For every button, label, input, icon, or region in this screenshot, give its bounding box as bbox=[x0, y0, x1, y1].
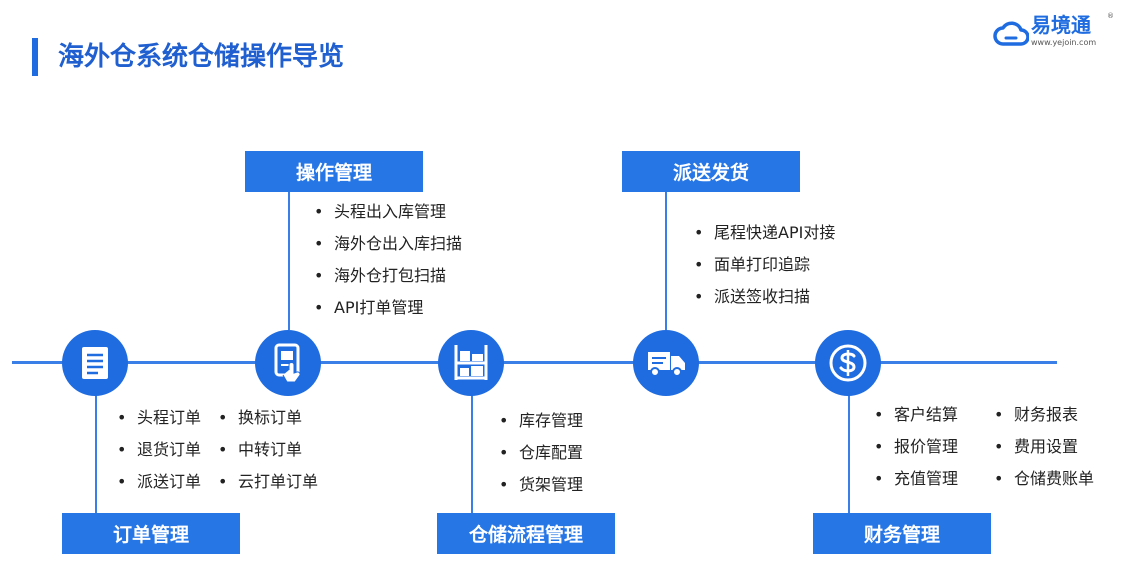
finance-list-col1: 客户结算 报价管理 充值管理 bbox=[870, 399, 958, 495]
list-item: 尾程快递API对接 bbox=[690, 217, 835, 249]
list-item: 充值管理 bbox=[870, 463, 958, 495]
list-item: 头程出入库管理 bbox=[310, 196, 462, 228]
handheld-scanner-icon bbox=[274, 343, 301, 383]
order-node bbox=[62, 330, 128, 396]
brand-logo: 易境通 ® www.yejoin.com bbox=[993, 12, 1123, 52]
storage-node bbox=[438, 330, 504, 396]
list-item: API打单管理 bbox=[310, 292, 462, 324]
delivery-list: 尾程快递API对接 面单打印追踪 派送签收扫描 bbox=[690, 217, 835, 313]
list-item: 头程订单 bbox=[113, 402, 201, 434]
list-item: 报价管理 bbox=[870, 431, 958, 463]
operation-list: 头程出入库管理 海外仓出入库扫描 海外仓打包扫描 API打单管理 bbox=[310, 196, 462, 324]
document-icon bbox=[82, 347, 108, 379]
list-item: 货架管理 bbox=[495, 469, 583, 501]
operation-label: 操作管理 bbox=[245, 151, 423, 192]
logo-registered-mark: ® bbox=[1107, 12, 1114, 20]
cloud-logo-icon bbox=[993, 21, 1029, 46]
list-item: 财务报表 bbox=[990, 399, 1094, 431]
delivery-node bbox=[633, 330, 699, 396]
list-item: 面单打印追踪 bbox=[690, 249, 835, 281]
list-item: 仓储费账单 bbox=[990, 463, 1094, 495]
finance-list-col2: 财务报表 费用设置 仓储费账单 bbox=[990, 399, 1094, 495]
list-item: 客户结算 bbox=[870, 399, 958, 431]
connector-operation bbox=[288, 192, 290, 330]
list-item: 库存管理 bbox=[495, 405, 583, 437]
logo-name: 易境通 bbox=[1031, 13, 1091, 37]
storage-list: 库存管理 仓库配置 货架管理 bbox=[495, 405, 583, 501]
finance-label: 财务管理 bbox=[813, 513, 991, 554]
list-item: 海外仓出入库扫描 bbox=[310, 228, 462, 260]
truck-icon bbox=[648, 352, 685, 377]
timeline-axis bbox=[12, 361, 1057, 364]
order-list-col1: 头程订单 退货订单 派送订单 bbox=[113, 402, 201, 498]
order-label: 订单管理 bbox=[62, 513, 240, 554]
title-accent-bar bbox=[32, 38, 38, 76]
list-item: 海外仓打包扫描 bbox=[310, 260, 462, 292]
connector-delivery bbox=[665, 192, 667, 330]
order-list-col2: 换标订单 中转订单 云打单订单 bbox=[214, 402, 318, 498]
storage-label: 仓储流程管理 bbox=[437, 513, 615, 554]
connector-order bbox=[95, 395, 97, 513]
logo-url: www.yejoin.com bbox=[1031, 38, 1097, 47]
list-item: 费用设置 bbox=[990, 431, 1094, 463]
list-item: 派送订单 bbox=[113, 466, 201, 498]
operation-node bbox=[255, 330, 321, 396]
list-item: 中转订单 bbox=[214, 434, 318, 466]
delivery-label: 派送发货 bbox=[622, 151, 800, 192]
list-item: 仓库配置 bbox=[495, 437, 583, 469]
connector-finance bbox=[848, 395, 850, 513]
dollar-icon bbox=[829, 344, 867, 382]
list-item: 换标订单 bbox=[214, 402, 318, 434]
list-item: 退货订单 bbox=[113, 434, 201, 466]
list-item: 云打单订单 bbox=[214, 466, 318, 498]
shelf-icon bbox=[454, 345, 488, 380]
connector-storage bbox=[471, 395, 473, 513]
list-item: 派送签收扫描 bbox=[690, 281, 835, 313]
page-title: 海外仓系统仓储操作导览 bbox=[58, 42, 345, 72]
finance-node bbox=[815, 330, 881, 396]
